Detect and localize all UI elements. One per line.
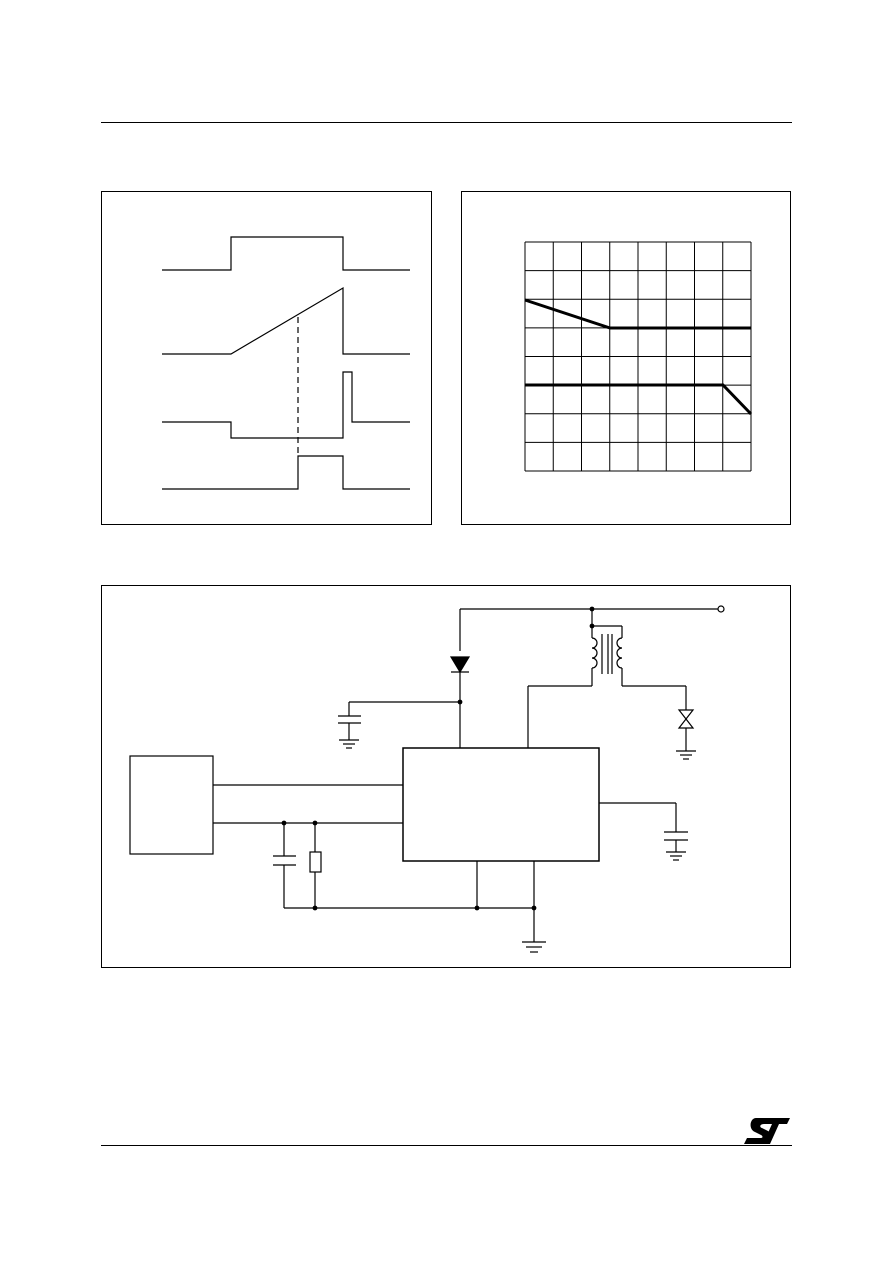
characteristic-graph-svg <box>524 241 753 472</box>
control-block <box>129 755 214 855</box>
graph-curve-lower <box>525 383 753 416</box>
ic-block <box>402 747 600 862</box>
graph-curve-upper <box>524 298 751 330</box>
supply-terminal <box>717 605 725 613</box>
timing-diagram-figure <box>101 191 432 525</box>
waveform-output-pulse <box>162 455 410 490</box>
waveform-input-pulse <box>162 236 410 271</box>
graph-grid <box>524 241 752 472</box>
application-circuit-svg <box>129 605 725 953</box>
transformer-secondary <box>616 637 623 669</box>
characteristic-graph-figure <box>461 191 791 525</box>
diode-symbol <box>449 656 471 674</box>
waveform-ramp <box>162 286 410 355</box>
st-logo-icon <box>744 1118 790 1144</box>
timing-diagram-svg <box>162 236 410 490</box>
header-rule <box>101 122 792 123</box>
footer-rule <box>101 1145 792 1146</box>
rc-resistor <box>309 851 322 873</box>
application-circuit-figure <box>101 585 791 968</box>
spark-gap-symbol <box>677 709 695 720</box>
waveform-step <box>162 371 410 439</box>
transformer-primary <box>591 637 598 669</box>
